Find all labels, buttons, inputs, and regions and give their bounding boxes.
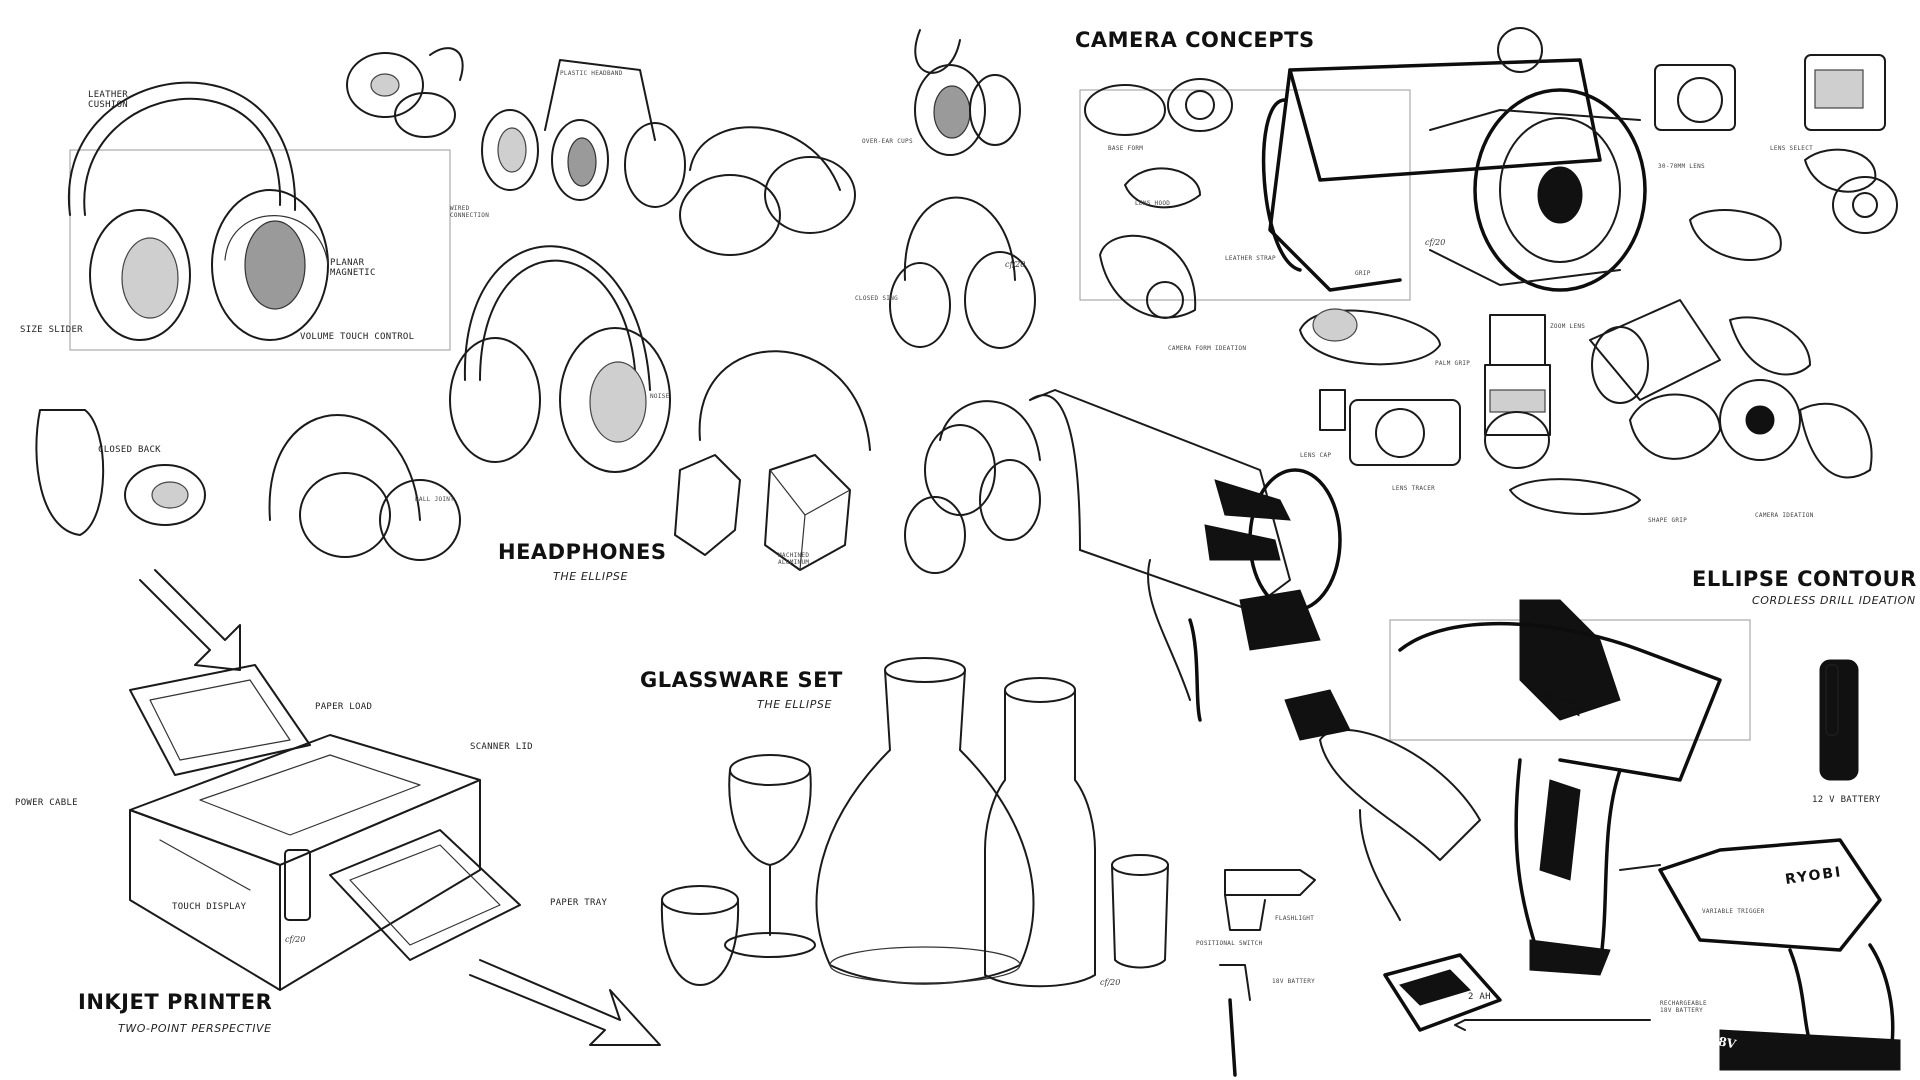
note-touch-display: TOUCH DISPLAY xyxy=(172,902,247,912)
note-lens-cap: LENS CAP xyxy=(1300,452,1332,459)
signature-camera: cf/20 xyxy=(1425,238,1446,247)
drill-title: ELLIPSE CONTOUR LINES xyxy=(1692,567,1920,591)
headphones-title: HEADPHONES xyxy=(498,540,667,564)
note-plastic-headband: PLASTIC HEADBAND xyxy=(560,70,623,77)
note-scanner-lid: SCANNER LID xyxy=(470,742,533,752)
note-battery-2ah: 2 AH xyxy=(1468,992,1491,1002)
note-lens-tracer: LENS TRACER xyxy=(1392,485,1436,492)
signature-headphones: cf/20 xyxy=(1005,260,1026,269)
note-18v-battery: 18V BATTERY xyxy=(1272,978,1316,985)
glassware-title: GLASSWARE SET xyxy=(640,668,843,692)
note-palm-grip: PALM GRIP xyxy=(1435,360,1471,367)
note-positional-switch: POSITIONAL SWITCH xyxy=(1196,940,1263,947)
note-machined-aluminum: MACHINED ALUMINUM xyxy=(778,552,810,566)
note-zoom-lens: ZOOM LENS xyxy=(1550,323,1586,330)
note-paper-tray: PAPER TRAY xyxy=(550,898,608,908)
glassware-subtitle: THE ELLIPSE xyxy=(757,698,833,711)
note-volume-touch: VOLUME TOUCH CONTROL xyxy=(300,332,415,342)
note-noise: NOISE xyxy=(650,393,670,400)
note-lens-select: LENS SELECT xyxy=(1770,145,1814,152)
note-paper-load: PAPER LOAD xyxy=(315,702,373,712)
printer-title: INKJET PRINTER xyxy=(78,990,273,1014)
note-over-ear-cups: OVER-EAR CUPS xyxy=(862,138,913,145)
note-power-cable: POWER CABLE xyxy=(15,798,78,808)
headphones-sketches xyxy=(35,29,1041,574)
note-rechargeable: RECHARGEABLE 18V BATTERY xyxy=(1660,1000,1707,1014)
center-drill-sketch xyxy=(1029,389,1342,722)
note-camera-form: CAMERA FORM IDEATION xyxy=(1168,345,1247,352)
note-flashlight: FLASHLIGHT xyxy=(1275,915,1315,922)
drill-subtitle: CORDLESS DRILL IDEATION xyxy=(1752,594,1916,607)
note-closed-back: CLOSED BACK xyxy=(98,445,161,455)
note-closed-sing: CLOSED SING xyxy=(855,295,899,302)
printer-sketch xyxy=(129,569,661,1046)
note-12v-battery: 12 V BATTERY xyxy=(1812,795,1881,805)
signature-glassware: cf/20 xyxy=(1100,978,1121,987)
note-variable-trigger: VARIABLE TRIGGER xyxy=(1702,908,1765,915)
note-wired-connection: WIRED CONNECTION xyxy=(450,205,490,219)
headphones-subtitle: THE ELLIPSE xyxy=(553,570,629,583)
drill-ideation-sketches xyxy=(1219,599,1901,1077)
note-lens-hood: LENS HOOD xyxy=(1135,200,1171,207)
printer-subtitle: TWO-POINT PERSPECTIVE xyxy=(118,1022,272,1035)
camera-sketches xyxy=(1079,27,1898,515)
note-ball-joint: BALL JOINT xyxy=(415,496,455,503)
note-30-70-lens: 30-70MM LENS xyxy=(1658,163,1705,170)
note-leather-strap: LEATHER STRAP xyxy=(1225,255,1276,262)
glassware-sketches xyxy=(660,657,1169,988)
note-base-form: BASE FORM xyxy=(1108,145,1144,152)
note-camera-ideation: CAMERA IDEATION xyxy=(1755,512,1814,519)
note-grip: GRIP xyxy=(1355,270,1371,277)
note-leather-cushion: LEATHER CUSHION xyxy=(88,90,129,110)
note-planar-magnetic: PLANAR MAGNETIC xyxy=(330,258,376,278)
signature-printer: cf/20 xyxy=(285,935,306,944)
camera-title: CAMERA CONCEPTS xyxy=(1075,28,1315,52)
note-shape-grip: SHAPE GRIP xyxy=(1648,517,1688,524)
note-size-slider: SIZE SLIDER xyxy=(20,325,83,335)
